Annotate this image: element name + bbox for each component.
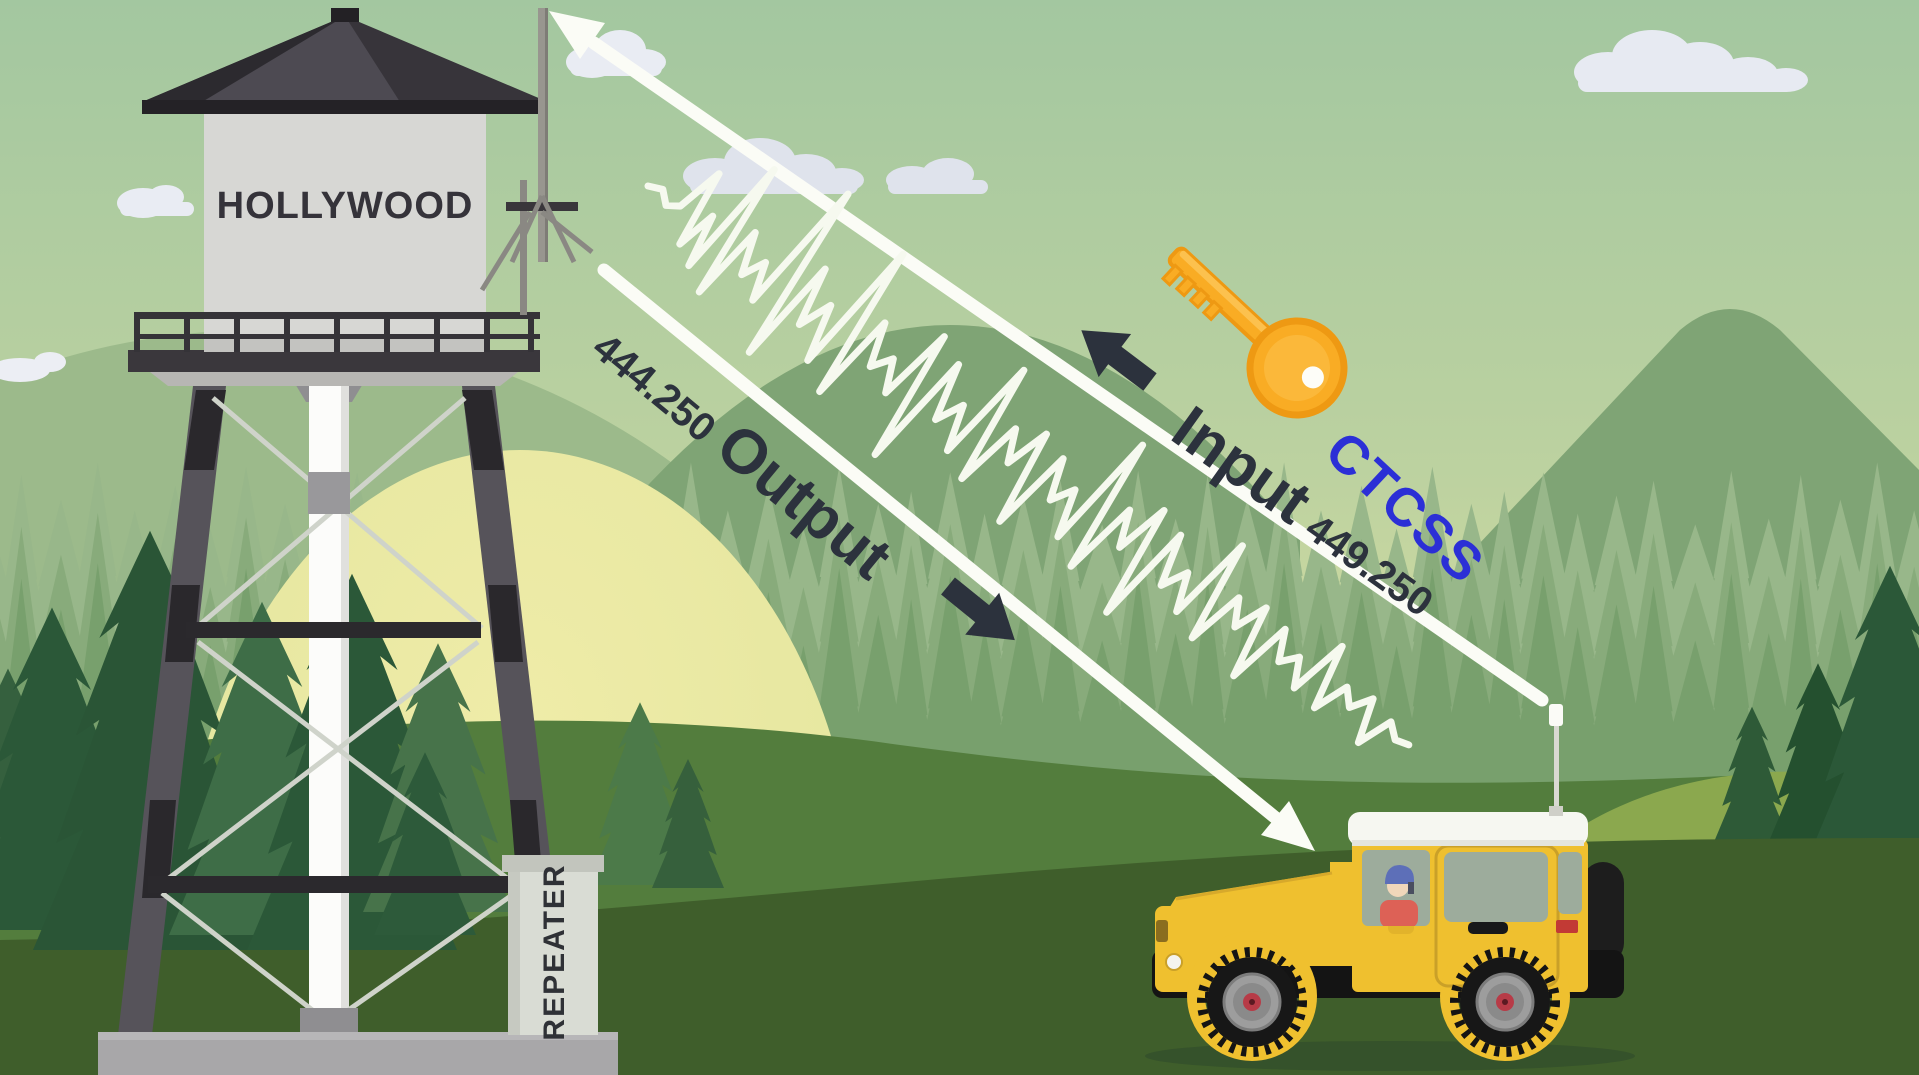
marker-light — [1156, 920, 1168, 942]
leg-pad — [488, 585, 523, 662]
tail-light — [1556, 920, 1578, 933]
key-icon — [1160, 246, 1348, 419]
hollywood-sign: HOLLYWOOD — [217, 185, 474, 227]
key-hole — [1301, 366, 1324, 389]
concrete-slab-top — [98, 1032, 618, 1040]
spare-tire — [1582, 862, 1624, 964]
center-column-shade — [341, 386, 349, 1036]
key-teeth — [1160, 263, 1224, 322]
column-base — [300, 1008, 358, 1034]
catwalk — [128, 350, 540, 372]
leg-pad — [184, 390, 226, 470]
tank-roof-facet-front — [202, 16, 400, 102]
driver-avatar — [1380, 865, 1418, 926]
front-wheel — [1197, 947, 1307, 1057]
arrow-up-left-icon — [1081, 330, 1157, 391]
leg-pad — [462, 390, 504, 470]
cloud-far-left — [0, 352, 66, 382]
crossbar-upper — [186, 622, 481, 638]
antenna-mast — [479, 8, 594, 315]
roof-apex-cap — [331, 8, 359, 22]
truck-roof — [1348, 812, 1588, 846]
crossbar-lower — [148, 876, 572, 893]
roof-edge — [1352, 840, 1584, 846]
brace-node — [308, 472, 350, 514]
cloud-left — [117, 185, 194, 218]
driver-cap — [1385, 865, 1414, 884]
rear-fender — [1440, 931, 1570, 1061]
arrow-down-right-icon — [941, 577, 1015, 641]
audio-waveform — [644, 166, 1413, 749]
repeater-cabinet: REPEATER — [502, 855, 604, 1041]
key-blade-highlight — [1179, 250, 1280, 345]
cloud-right — [1574, 30, 1808, 92]
antenna-crossbar — [506, 202, 578, 211]
input-signal-beam — [549, 11, 1549, 707]
tank-roof-facet-left — [142, 16, 345, 102]
truck-antenna — [1549, 704, 1563, 816]
door-handle — [1468, 922, 1508, 934]
leg-pad — [142, 800, 176, 898]
output-beam-arrowhead — [1261, 801, 1315, 851]
repeater-cabinet-cap — [502, 855, 604, 872]
tank-bottom-shade — [204, 338, 486, 352]
door-window — [1444, 852, 1548, 922]
water-tower: HOLLYWOOD — [98, 8, 618, 1075]
rear-wheel — [1450, 947, 1560, 1057]
hood-crease — [1175, 871, 1333, 901]
driver-hair — [1408, 882, 1414, 894]
driver-shirt — [1380, 900, 1418, 926]
antenna-sub-mast — [520, 180, 527, 315]
catwalk-underside — [150, 372, 518, 386]
output-signal-beam — [597, 263, 1315, 851]
repeater-sign: REPEATER — [538, 863, 571, 1040]
quarter-window — [1558, 852, 1582, 914]
catwalk-railing — [134, 312, 540, 352]
front-fender — [1187, 931, 1317, 1061]
roof-eave — [142, 100, 548, 114]
input-beam-arrowhead — [549, 11, 605, 59]
headlight — [1165, 953, 1183, 971]
truck-icon — [1152, 704, 1624, 1061]
leg-pad — [165, 585, 200, 662]
